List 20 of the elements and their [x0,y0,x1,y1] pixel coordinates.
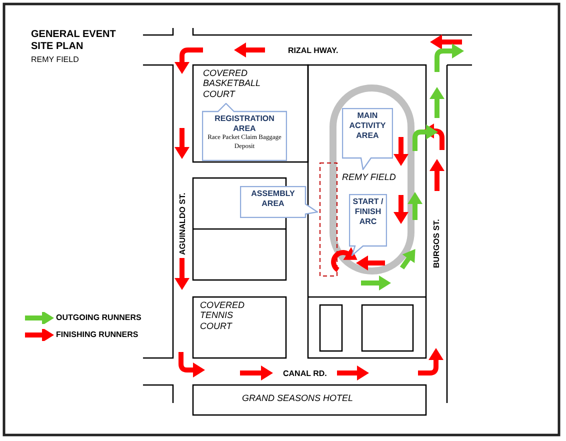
legend-text: FINISHING RUNNERS [56,330,138,340]
callout-heading: START / FINISH ARC [352,197,384,227]
field-name: REMY FIELD [342,172,396,182]
street-name: AGUINALDO ST. [178,192,188,255]
building-name: COVERED BASKETBALL COURT [203,68,262,100]
building-name: COVERED TENNIS COURT [200,300,246,332]
callout-heading: MAIN ACTIVITY AREA [348,111,387,141]
callout-heading: ASSEMBLY AREA [250,189,296,209]
street-name: CANAL RD. [283,369,327,378]
title: GENERAL EVENT SITE PLAN [31,29,117,52]
callout-heading: REGISTRATION AREA [214,114,276,134]
callout-bubble [349,194,387,256]
street-name: BURGOS ST. [432,219,442,268]
callout-bubble [342,108,393,170]
building-name: GRAND SEASONS HOTEL [242,393,354,404]
subtitle: REMY FIELD [31,55,79,64]
callout-bubble [240,186,318,218]
legend-text: OUTGOING RUNNERS [56,313,142,322]
callout-bubble [202,103,287,161]
street-name: RIZAL HWAY. [288,46,338,56]
